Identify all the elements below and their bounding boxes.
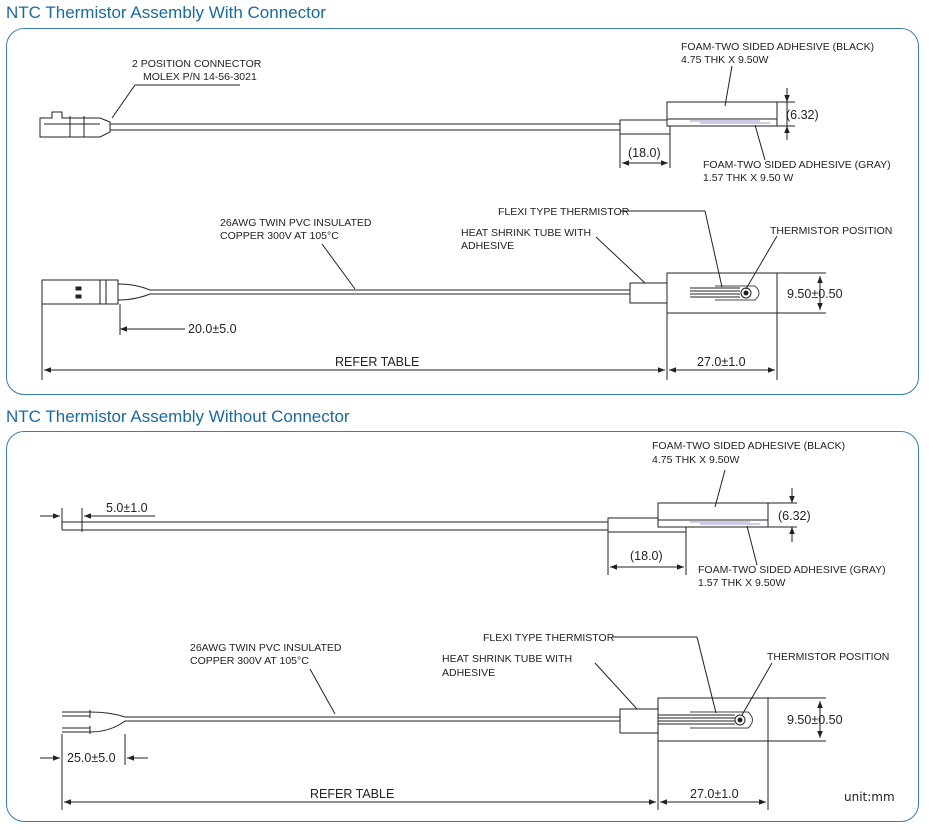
unit-label: unit:mm	[844, 790, 895, 804]
s2-foam-gray-label-2: 1.57 THK X 9.50W	[698, 577, 785, 589]
s2-dim-strip-top: 5.0±1.0	[106, 501, 148, 515]
s1-foam-gray-label-1: FOAM-TWO SIDED ADHESIVE (GRAY)	[703, 159, 891, 171]
s1-connector-front-icon	[41, 279, 119, 305]
s2-dim-pad: 27.0±1.0	[690, 787, 739, 801]
s2-foam-black	[657, 502, 769, 521]
s2-wire-label-1: 26AWG TWIN PVC INSULATED	[190, 642, 342, 654]
s1-heat-shrink-label-1: HEAT SHRINK TUBE WITH	[461, 227, 591, 239]
s2-thermistor-position-label: THERMISTOR POSITION	[767, 651, 889, 663]
s1-foam-black-label-1: FOAM-TWO SIDED ADHESIVE (BLACK)	[681, 41, 874, 53]
s2-wire-label-2: COPPER 300V AT 105°C	[190, 655, 309, 667]
s1-dim-pad: 27.0±1.0	[697, 355, 746, 369]
s1-dim-width: 9.50±0.50	[787, 287, 843, 301]
s2-dim-thickness: (6.32)	[778, 509, 811, 523]
s2-foam-black-label-2: 4.75 THK X 9.50W	[652, 454, 739, 466]
s1-foam-gray-label-2: 1.57 THK X 9.50 W	[703, 172, 793, 184]
s1-wire-label-2: COPPER 300V AT 105°C	[220, 230, 339, 242]
s1-sleeve	[619, 119, 671, 135]
s2-plan-sleeve	[619, 708, 659, 734]
s1-dim-sleeve: (18.0)	[628, 146, 661, 160]
s2-heat-shrink-label-1: HEAT SHRINK TUBE WITH	[442, 653, 572, 665]
s1-foam-black	[666, 101, 778, 120]
s2-dim-refer-table: REFER TABLE	[310, 787, 394, 801]
s2-heat-shrink-label-2: ADHESIVE	[442, 667, 495, 679]
s1-connector-side-icon	[39, 111, 111, 138]
s1-dim-thickness: (6.32)	[786, 108, 819, 122]
section-title-with-connector: NTC Thermistor Assembly With Connector	[6, 3, 326, 22]
s1-foam-black-label-2: 4.75 THK X 9.50W	[681, 54, 768, 66]
section-title-without-connector: NTC Thermistor Assembly Without Connecto…	[6, 407, 350, 426]
s2-plan-pad	[657, 697, 769, 742]
s2-foam-black-label-1: FOAM-TWO SIDED ADHESIVE (BLACK)	[652, 440, 845, 452]
s2-plan-view	[40, 636, 826, 810]
s2-foam-gray-label-1: FOAM-TWO SIDED ADHESIVE (GRAY)	[698, 564, 886, 576]
s2-flexi-label: FLEXI TYPE THERMISTOR	[483, 632, 615, 644]
s1-dim-strip: 20.0±5.0	[188, 322, 237, 336]
s2-dim-sleeve: (18.0)	[630, 549, 663, 563]
s1-plan-pad	[666, 272, 778, 314]
s1-connector-label-1: 2 POSITION CONNECTOR	[132, 58, 262, 70]
s1-heat-shrink-label-2: ADHESIVE	[461, 240, 514, 252]
s1-plan-view	[41, 210, 826, 380]
s1-dim-refer-table: REFER TABLE	[335, 355, 419, 369]
s1-flexi-label: FLEXI TYPE THERMISTOR	[498, 206, 630, 218]
s1-wire-label-1: 26AWG TWIN PVC INSULATED	[220, 217, 372, 229]
panel-without-connector	[6, 431, 919, 822]
s2-side-view	[40, 469, 797, 575]
s2-dim-width: 9.50±0.50	[787, 713, 843, 727]
s1-side-view	[39, 65, 795, 168]
panel-with-connector	[6, 28, 919, 395]
s1-connector-label-2: MOLEX P/N 14-56-3021	[143, 71, 257, 83]
s1-thermistor-position-label: THERMISTOR POSITION	[770, 225, 892, 237]
s2-dim-strip: 25.0±5.0	[67, 751, 116, 765]
